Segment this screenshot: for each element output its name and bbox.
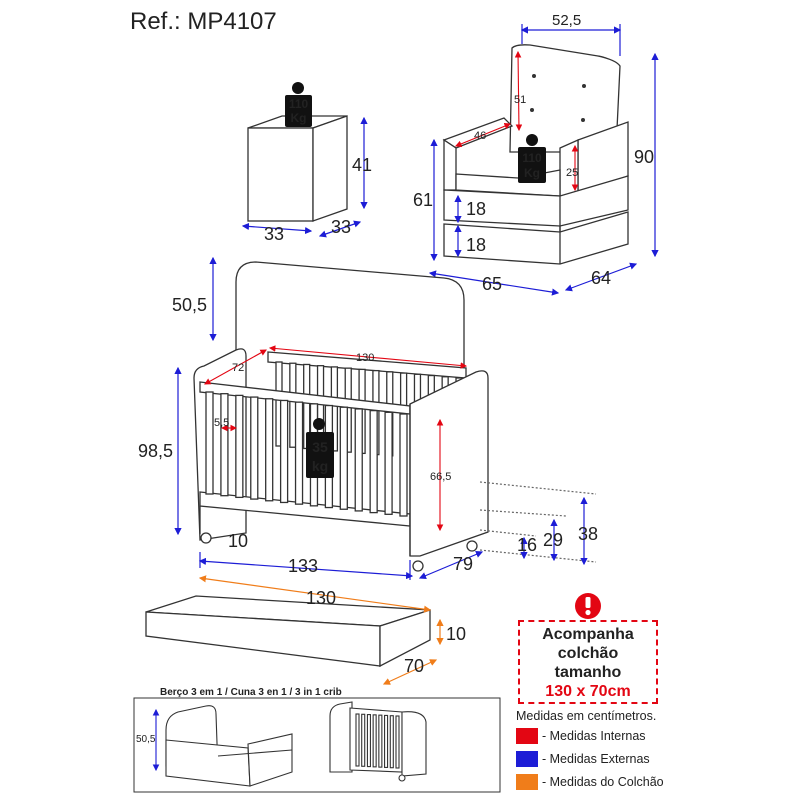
crib-slat [220,393,229,497]
crib-slat [389,715,394,769]
armchair-seat-height-label: 61 [413,190,433,210]
armchair-height-label: 90 [634,147,654,167]
mattress-length-label: 130 [306,588,336,608]
notice-line1: Acompanha [542,626,634,643]
conversion-title: Berço 3 em 1 / Cuna 3 en 1 / 3 in 1 crib [160,687,342,698]
armchair-seat-depth-label: 46 [474,130,486,142]
load-value: 35 [312,439,328,455]
crib-height-label: 98,5 [138,441,173,461]
mattress-notice: Acompanha colchão tamanho 130 x 70cm [518,620,658,704]
crib-slat [265,398,274,502]
legend-swatch-mattress [516,774,538,790]
load-value: 110 [522,151,542,165]
load-unit: Kg [291,111,307,125]
mattress-dims [198,575,444,685]
legend-label-internal: - Medidas Internas [542,729,646,743]
crib-slat [372,714,377,768]
notice-line2: colchão [557,645,619,662]
mattress [145,595,431,668]
notice-line3: tamanho [554,664,622,681]
legend-swatch-external [516,751,538,767]
weight-badge-crib: 35 kg [306,418,334,478]
weight-badge-nightstand: 110 Kg [285,82,312,127]
crib-slat-gap-label: 5,5 [214,417,229,429]
legend-swatch-internal [516,728,538,744]
nightstand-width-label: 33 [264,224,284,244]
crib-slat [378,714,383,768]
crib-internal-dims [204,345,468,532]
crib-slat [250,396,259,500]
armchair-block-upper-label: 18 [466,199,486,219]
nightstand-height-label: 41 [352,155,372,175]
crib-inner-length-label: 130 [356,352,374,364]
armchair-arm-label: 25 [566,167,578,179]
load-unit: kg [312,458,328,474]
crib-slat [354,408,363,512]
crib-slat [384,411,393,515]
reference-title: Ref.: MP4107 [130,8,277,35]
nightstand-dimensions [241,116,368,238]
crib-slat [279,399,289,504]
crib-slat [395,715,400,769]
crib-h16-label: 16 [517,535,537,555]
conversion-crib [329,701,427,782]
armchair-backrest-label: 51 [514,94,526,106]
crib-h29-label: 29 [543,530,563,550]
load-value: 110 [289,97,309,111]
crib-slat [339,406,348,510]
exclamation-icon [575,593,601,619]
crib-slat [294,401,304,505]
crib-slat [366,714,371,768]
crib [193,261,489,572]
units-note: Medidas em centímetros. [516,709,657,723]
armchair [442,44,629,265]
armchair-base-depth-label: 64 [591,268,611,288]
armchair-external-dims [428,24,659,296]
armchair-width-label: 52,5 [552,12,581,29]
crib-inner-height-label: 66,5 [430,471,451,483]
crib-slat [355,713,360,767]
legend-label-mattress: - Medidas do Colchão [542,775,664,789]
mattress-thickness-label: 10 [446,624,466,644]
crib-slat [384,714,389,768]
crib-length-label: 133 [288,556,318,576]
crib-slat [361,713,366,767]
crib-headboard-label: 50,5 [172,295,207,315]
mattress-width-label: 70 [404,656,424,676]
crib-slat [369,409,378,514]
load-unit: Kg [524,166,540,180]
nightstand-depth-label: 33 [331,217,351,237]
legend-external: - Medidas Externas [516,750,650,768]
nightstand [247,115,348,222]
crib-slat [205,391,214,495]
crib-external-dims [174,256,597,580]
crib-leg-label: 10 [228,531,248,551]
crib-slat [235,394,244,499]
crib-depth-label: 79 [453,554,473,574]
legend-internal: - Medidas Internas [516,727,646,745]
weight-badge-armchair: 110 Kg [518,134,546,183]
crib-inner-width-label: 72 [232,362,244,374]
armchair-base-width-label: 65 [482,274,502,294]
legend-label-external: - Medidas Externas [542,752,650,766]
conversion-height-label: 50,5 [136,734,156,745]
crib-slat [399,413,408,517]
legend-mattress: - Medidas do Colchão [516,773,664,791]
conversion-bed [165,705,293,787]
armchair-block-lower-label: 18 [466,235,486,255]
armchair-internal-dims [454,50,579,192]
crib-h38-label: 38 [578,524,598,544]
notice-size: 130 x 70cm [545,683,631,700]
